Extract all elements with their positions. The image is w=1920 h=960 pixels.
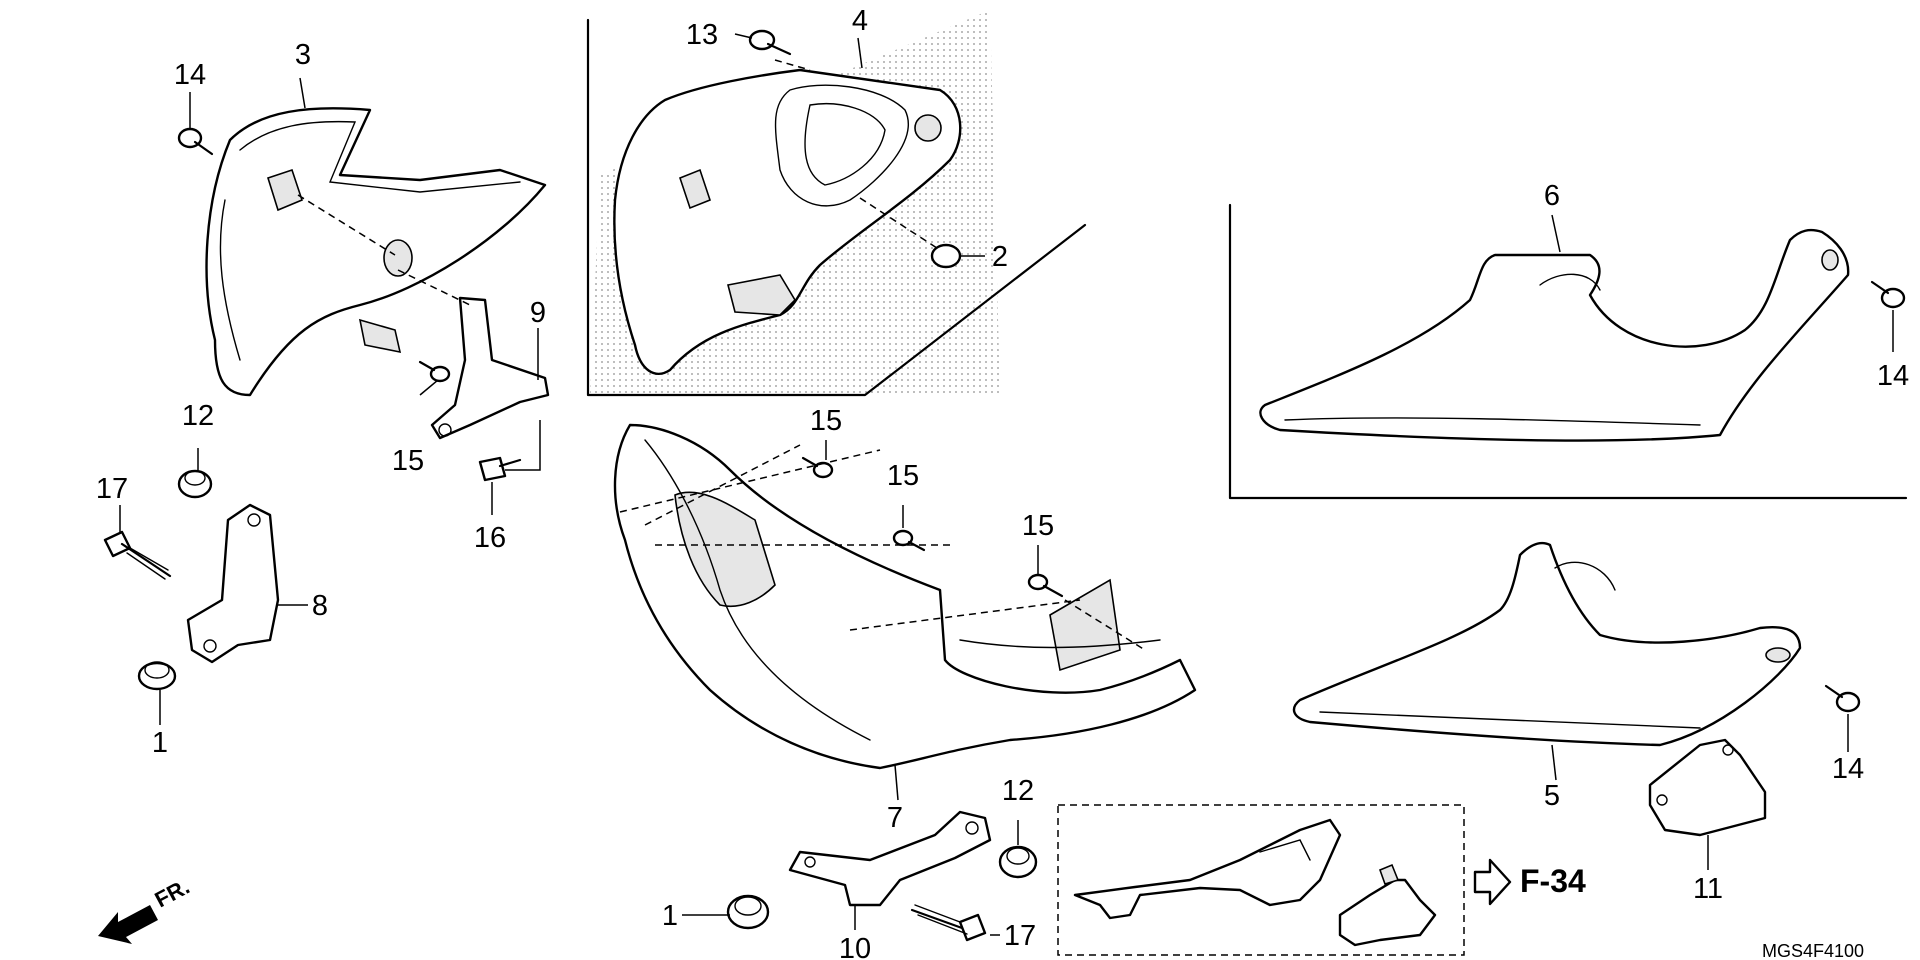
callout-10: 10 — [839, 933, 871, 960]
screw-15-a — [418, 360, 451, 383]
callout-13: 13 — [686, 19, 718, 51]
screw-15-d — [1027, 573, 1064, 598]
leader-lines — [119, 33, 1894, 936]
reference-label: F-34 — [1520, 863, 1586, 899]
reference-box-parts — [1073, 818, 1437, 947]
part-6-under-cowl — [1259, 228, 1850, 442]
callout-3: 3 — [295, 39, 311, 71]
reference-arrow-icon — [1473, 858, 1512, 906]
callout-12-left: 12 — [182, 400, 214, 432]
assembly-lines — [297, 59, 1146, 651]
callout-1-bottom: 1 — [662, 900, 678, 932]
bolt-13 — [748, 29, 792, 56]
callout-15-a: 15 — [392, 445, 424, 477]
bolt-17-left — [103, 530, 172, 580]
part-9-stay — [430, 296, 550, 440]
grommet-1-left — [137, 661, 177, 691]
part-8-bracket — [186, 503, 280, 664]
callout-1-left: 1 — [152, 727, 168, 759]
bolt-16 — [478, 456, 522, 482]
bolt-14-right-upper — [1870, 280, 1906, 309]
callout-15-d: 15 — [1022, 510, 1054, 542]
callout-15-c: 15 — [887, 460, 919, 492]
part-11-bracket — [1648, 738, 1767, 837]
part-10-bracket — [788, 810, 992, 907]
callout-17-left: 17 — [96, 473, 128, 505]
frame-line-part6 — [1228, 203, 1908, 500]
screw-15-c — [892, 529, 926, 552]
callout-4: 4 — [852, 5, 868, 37]
part-3-side-cowl — [205, 107, 547, 397]
frame-line-part4 — [586, 18, 1087, 397]
callout-12-bottom: 12 — [1002, 775, 1034, 807]
part-5-under-cowl — [1292, 541, 1802, 747]
bolt-17-bottom — [910, 904, 987, 942]
bolt-14-right-lower — [1824, 684, 1861, 713]
grommet-12-bottom — [998, 845, 1038, 879]
front-direction-arrow-icon — [98, 905, 158, 944]
grommet-1-bottom — [726, 894, 770, 930]
bolt-14-upper-left — [177, 127, 214, 156]
front-direction-label: FR. — [151, 874, 194, 913]
reference-box — [1057, 804, 1465, 956]
callout-17-bottom: 17 — [1004, 920, 1036, 952]
grommet-12-left — [177, 469, 213, 499]
part-7-lower-cowl — [613, 423, 1197, 770]
callout-7: 7 — [887, 802, 903, 834]
grommet-2 — [930, 243, 962, 269]
callout-9: 9 — [530, 297, 546, 329]
callout-11: 11 — [1693, 873, 1723, 905]
callout-14-upper-left: 14 — [174, 59, 206, 91]
callout-2: 2 — [992, 241, 1008, 273]
callout-5: 5 — [1544, 780, 1560, 812]
callout-8: 8 — [312, 590, 328, 622]
callout-15-b: 15 — [810, 405, 842, 437]
diagram-code: MGS4F4100 — [1762, 941, 1864, 960]
callout-16: 16 — [474, 522, 506, 554]
callout-14-right-lower: 14 — [1832, 753, 1864, 785]
callout-14-right-upper: 14 — [1877, 360, 1909, 392]
part-4-inner-fairing — [613, 68, 962, 376]
callout-6: 6 — [1544, 180, 1560, 212]
